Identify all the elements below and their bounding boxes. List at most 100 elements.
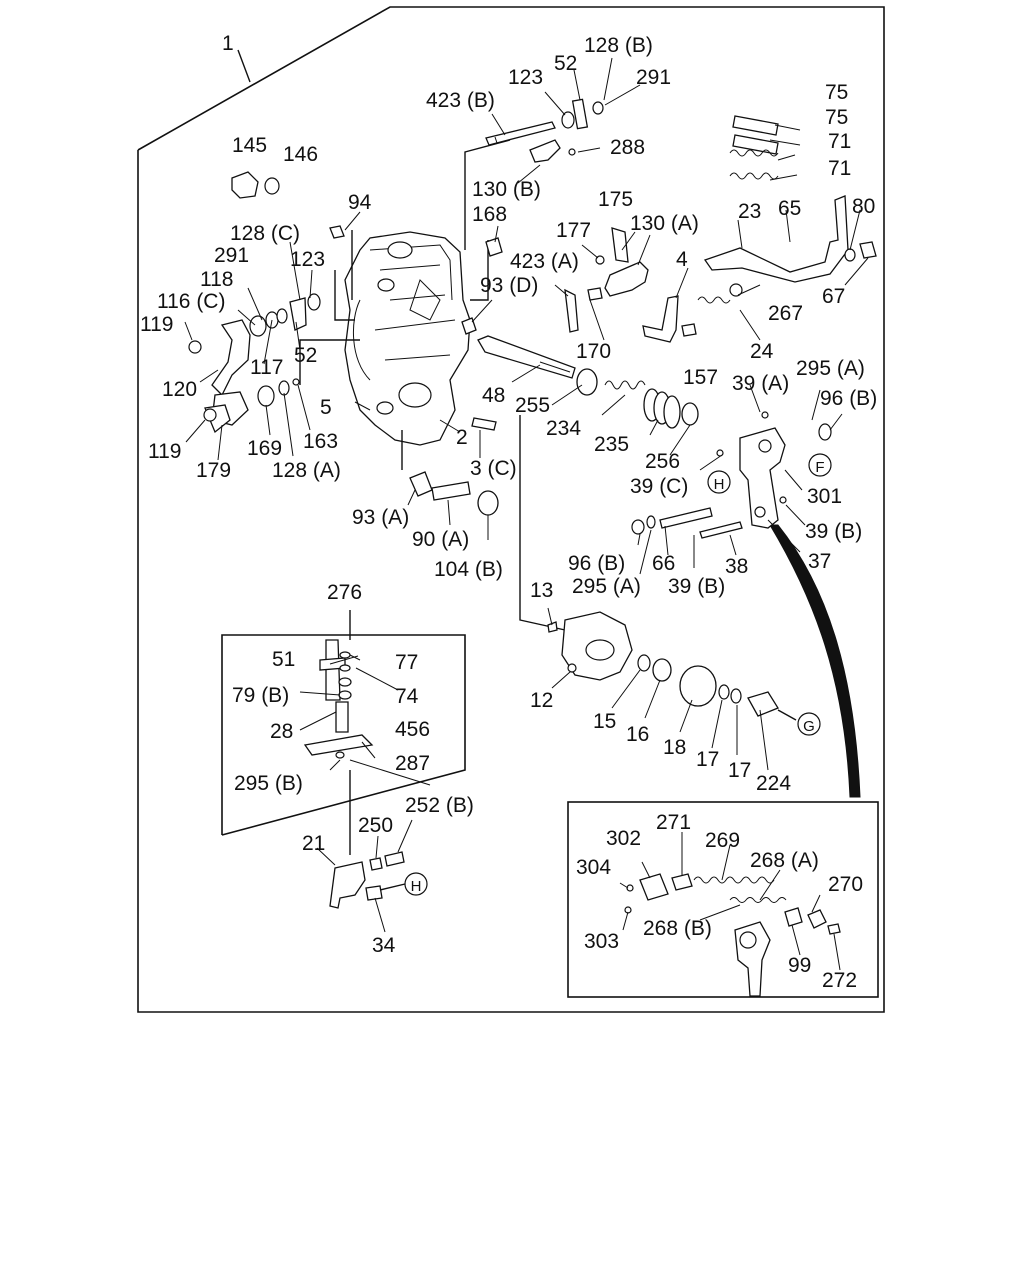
callout-17a: 17 [696,748,719,771]
part-90a-bolt [431,481,471,501]
callout-291a: 291 [636,66,671,89]
callout-252b: 252 (B) [405,794,474,817]
callout-267: 267 [768,302,803,325]
part-15 [637,654,651,672]
callout-177: 177 [556,219,591,242]
part-96b-washer [631,519,645,535]
callout-96b2: 96 (B) [568,552,625,575]
callout-276: 276 [327,581,362,604]
part-291-clip [592,101,604,115]
callout-leaders [184,57,869,971]
callout-65: 65 [778,197,801,220]
part-17a [718,684,730,700]
part-123-washer [561,111,575,129]
governor-inset-parts [303,639,374,759]
callout-39b2: 39 (B) [668,575,725,598]
callout-170: 170 [576,340,611,363]
callout-21: 21 [302,832,325,855]
callout-235: 235 [594,433,629,456]
callout-96b1: 96 (B) [820,387,877,410]
callout-256: 256 [645,450,680,473]
part-130b [529,139,561,163]
callout-39b1: 39 (B) [805,520,862,543]
governor-inset-frame [221,634,466,836]
part-130a [604,261,649,297]
callout-94: 94 [348,191,372,214]
callout-168: 168 [472,203,507,226]
callout-272: 272 [822,969,857,992]
callout-128b: 128 (B) [584,34,653,57]
callout-75a: 75 [825,81,848,104]
callout-163: 163 [303,430,338,453]
callout-38: 38 [725,555,748,578]
marker-g: G [803,718,815,735]
part-255-collar [576,368,598,396]
leader-h2 [379,883,406,891]
part-295a-washer [646,515,656,529]
marker-f-circle [808,453,832,477]
callout-146: 146 [283,143,318,166]
part-4-lever [642,295,679,343]
callout-234: 234 [546,417,581,440]
callout-24: 24 [750,340,774,363]
callout-271: 271 [656,811,691,834]
callout-75b: 75 [825,106,848,129]
callout-304: 304 [576,856,611,879]
marker-h1: H [714,476,725,493]
callout-52a: 52 [554,52,577,75]
callout-93a: 93 (A) [352,506,409,529]
link-lines [299,139,566,631]
part-21-lever [329,861,366,909]
part-256 [681,402,699,426]
callout-13: 13 [530,579,553,602]
callout-117: 117 [250,356,283,379]
left-lever-assembly [188,293,321,434]
callout-77: 77 [395,651,418,674]
part-234-spring [604,380,646,390]
part-17b [730,688,742,704]
part-80 [844,248,856,262]
part-34 [365,885,383,901]
callout-268b: 268 (B) [643,917,712,940]
callout-118: 118 [200,268,233,291]
part-24-spring [697,296,731,304]
part-175 [611,227,629,263]
springs-71-75 [729,115,779,180]
callout-66: 66 [652,552,675,575]
part-93a [409,471,433,497]
inset-pointer [769,524,861,798]
pump-housing [344,231,471,446]
callout-80: 80 [852,195,875,218]
part-250 [369,857,383,871]
callout-67: 67 [822,285,845,308]
part-157 [681,323,697,337]
callout-28: 28 [270,720,293,743]
marker-g-circle [797,712,821,736]
bracket-23-65 [703,195,849,297]
callout-23: 23 [738,200,761,223]
callout-2: 2 [456,426,468,449]
main-frame [137,6,885,1013]
callout-71a: 71 [828,130,851,153]
callout-128a: 128 (A) [272,459,341,482]
part-224 [747,691,779,717]
part-235-spring [643,388,681,429]
callout-130a: 130 (A) [630,212,699,235]
callout-5: 5 [320,396,332,419]
callout-1: 1 [222,32,234,55]
callout-303: 303 [584,930,619,953]
marker-f: F [815,459,824,476]
callout-268a: 268 (A) [750,849,819,872]
part-67 [859,241,877,259]
part-13-key [547,621,558,633]
marker-h1-circle [707,470,731,494]
leader-224-g [777,709,797,721]
callout-4: 4 [676,248,688,271]
callout-120: 120 [162,378,197,401]
governor-lever [716,411,832,529]
callout-175: 175 [598,188,633,211]
callout-52b: 52 [294,344,317,367]
callout-79b: 79 (B) [232,684,289,707]
part-94 [329,225,345,239]
